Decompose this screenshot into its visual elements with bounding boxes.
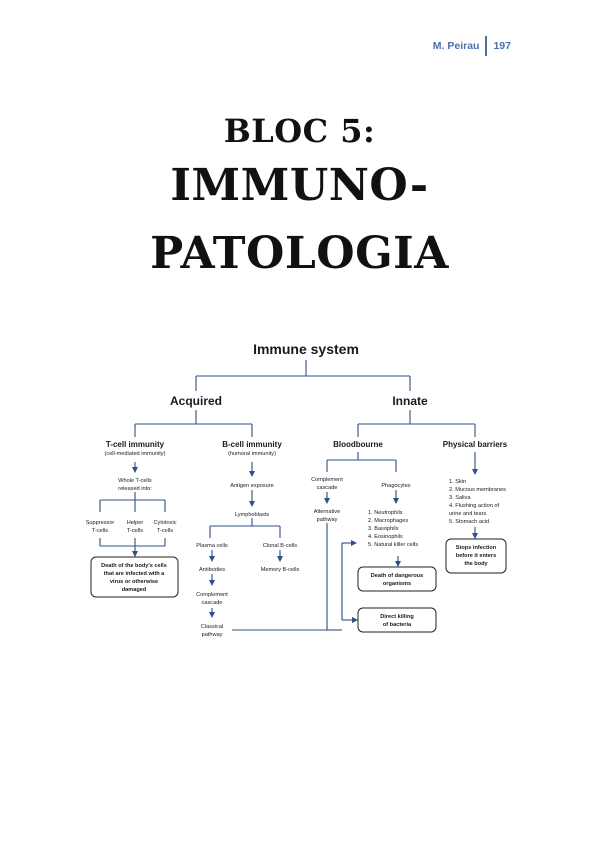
- node-immune-system: Immune system: [253, 341, 359, 357]
- node-cytotoxic-line2: T-cells: [157, 528, 173, 534]
- phagocyte-item: 4. Eosinophils: [368, 534, 403, 540]
- page-number: 197: [493, 40, 511, 52]
- node-complement-i-line1: Complement: [311, 477, 343, 483]
- header-separator: [485, 36, 488, 56]
- node-helper-line1: Helper: [127, 520, 144, 526]
- barrier-item: 1. Skin: [449, 479, 466, 485]
- direct-killing-line2: of bacteria: [383, 622, 412, 628]
- node-clonal-bcells: Clonal B-cells: [263, 543, 297, 549]
- node-tcell-subtitle: (cell-mediated immunity): [105, 451, 166, 457]
- barrier-item: 4. Flushing action of: [449, 503, 500, 509]
- phagocyte-list: 1. Neutrophils 2. Macrophages 3. Basophi…: [368, 510, 418, 548]
- node-suppressor-line2: T-cells: [92, 528, 108, 534]
- death-dangerous-line1: Death of dangerous: [371, 573, 424, 579]
- node-antigen-exposure: Antigen exposure: [230, 483, 274, 489]
- box-stops-infection: [445, 538, 507, 574]
- death-box-line3: virus or otherwise: [110, 579, 158, 585]
- node-cytotoxic-line1: Cytotoxic: [153, 520, 176, 526]
- box-death-dangerous: [357, 566, 437, 592]
- author-name: M. Peirau: [432, 40, 480, 52]
- death-box-line2: that are infected with a: [104, 571, 165, 577]
- node-acquired: Acquired: [170, 394, 222, 408]
- box-direct-killing: [357, 607, 437, 633]
- node-suppressor-line1: Suppressor: [86, 520, 115, 526]
- death-dangerous-line2: organisms: [383, 581, 411, 587]
- node-memory-bcells: Memory B-cells: [261, 567, 300, 573]
- main-title-line1: IMMUNO-: [170, 160, 429, 211]
- node-lymphoblasts: Lymphoblasts: [235, 512, 270, 518]
- barrier-item: 3. Saliva: [449, 495, 471, 501]
- node-classical-line2: pathway: [202, 632, 223, 638]
- box-death-body-cells: [90, 556, 179, 598]
- stops-infection-line2: before it enters: [456, 553, 496, 559]
- barrier-list: 1. Skin 2. Mucous membranes 3. Saliva 4.…: [449, 479, 506, 525]
- phagocyte-item: 3. Basophils: [368, 526, 399, 532]
- death-box-line1: Death of the body's cells: [101, 563, 167, 569]
- diagram-connectors: [99, 360, 478, 631]
- node-complement-b-line1: Complement: [196, 592, 228, 598]
- node-bloodbourne: Bloodbourne: [333, 440, 383, 449]
- node-complement-i-line2: cascade: [317, 485, 338, 491]
- barrier-item: urine and tears: [449, 511, 487, 517]
- phagocyte-item: 1. Neutrophils: [368, 510, 403, 516]
- node-whole-tcells: Whole T-cells released into:: [118, 478, 152, 492]
- node-tcell-title: T-cell immunity: [106, 440, 165, 449]
- node-alternative-line1: Alternative: [314, 509, 340, 515]
- death-box-line4: damaged: [122, 587, 147, 593]
- direct-killing-line1: Direct killing: [380, 614, 414, 620]
- node-physical-barriers: Physical barriers: [443, 440, 508, 449]
- node-innate: Innate: [392, 394, 428, 408]
- node-antibodies: Antibodies: [199, 567, 225, 573]
- main-title-line2: PATOLOGIA: [150, 228, 449, 279]
- stops-infection-line3: the body: [464, 561, 488, 567]
- page-header: M. Peirau 197: [433, 36, 511, 56]
- stops-infection-line1: Stops infection: [456, 545, 497, 551]
- node-alternative-line2: pathway: [317, 517, 338, 523]
- phagocyte-item: 5. Natural killer cells: [368, 542, 418, 548]
- node-helper-line2: T-cells: [127, 528, 143, 534]
- node-whole-tcells-line2: released into:: [118, 486, 152, 492]
- barrier-item: 5. Stomach acid: [449, 519, 489, 525]
- node-whole-tcells-line1: Whole T-cells: [118, 478, 152, 484]
- phagocyte-item: 2. Macrophages: [368, 518, 408, 524]
- node-plasma-cells: Plasma cells: [196, 543, 228, 549]
- node-phagocytes: Phagocytes: [381, 483, 410, 489]
- barrier-item: 2. Mucous membranes: [449, 487, 506, 493]
- node-complement-b-line2: cascade: [202, 600, 223, 606]
- node-bcell-title: B-cell immunity: [222, 440, 282, 449]
- bloc-title: BLOC 5:: [223, 112, 376, 150]
- node-bcell-subtitle: (humoral immunity): [228, 451, 276, 457]
- node-classical-line1: Classical: [201, 624, 223, 630]
